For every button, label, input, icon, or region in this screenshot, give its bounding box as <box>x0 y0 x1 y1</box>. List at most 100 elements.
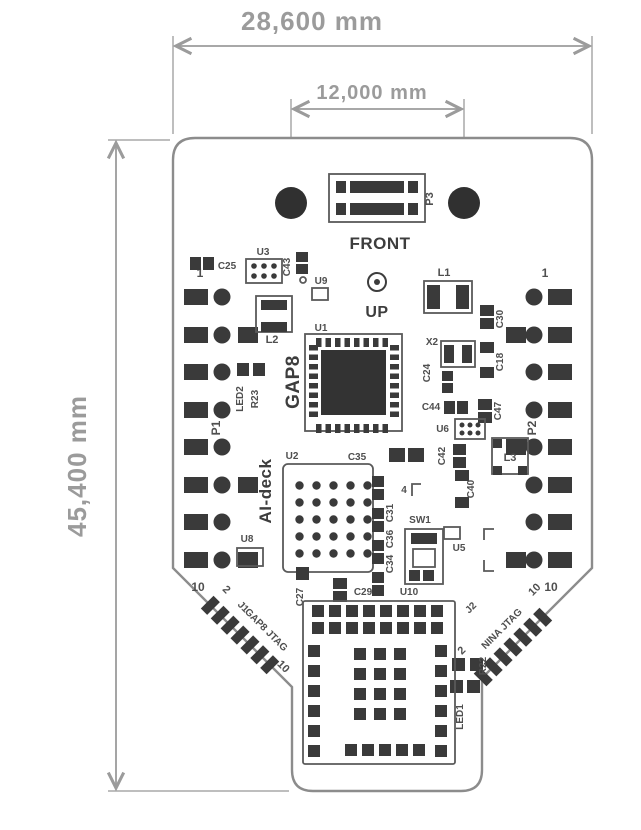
sw1-pads <box>409 570 434 581</box>
c25-label: C25 <box>218 261 237 272</box>
c27-label: C27 <box>295 587 306 606</box>
x2-pads <box>444 345 472 363</box>
u10-label: U10 <box>400 587 419 598</box>
dimension-height-label: 45,400 mm <box>62 395 92 537</box>
c44-pads <box>444 401 468 414</box>
x2-label: X2 <box>426 337 439 348</box>
dimension-hole-spacing-label: 12,000 mm <box>316 82 427 104</box>
silkscreen-corner-bracket <box>411 483 421 496</box>
p2-pin10-label: 10 <box>544 580 558 594</box>
led1-label: LED1 <box>455 704 466 730</box>
l2-pads <box>261 300 287 332</box>
u1-pins-bottom <box>316 424 392 433</box>
u8-pins <box>242 554 258 560</box>
sw1-body <box>404 528 444 585</box>
u9-label: U9 <box>315 276 328 287</box>
p1-pin10-label: 10 <box>191 580 205 594</box>
c44-label: C44 <box>422 402 441 413</box>
c18-label: C18 <box>495 352 506 371</box>
gap8-label: GAP8 <box>283 355 304 409</box>
sw1-switch: SW1 <box>404 515 444 585</box>
u3-pins <box>251 263 277 279</box>
c35-label: C35 <box>348 452 367 463</box>
c40-pads <box>455 470 469 508</box>
sw1-actuator <box>411 533 437 544</box>
u1-pins-right <box>390 345 399 421</box>
up-marker-circle <box>367 272 387 292</box>
c43-pads <box>296 252 308 274</box>
nina-module-body <box>302 600 456 765</box>
u6-label: U6 <box>436 424 449 435</box>
u2-bga-chip: U2 AI-deck <box>256 451 376 573</box>
u9-body <box>311 287 329 301</box>
l1-label: L1 <box>438 267 451 279</box>
silkscreen-bracket-top <box>483 528 494 540</box>
u1-pins-top <box>316 338 392 347</box>
p3-connector: P3 <box>328 173 436 223</box>
u1-pins-left <box>309 345 318 421</box>
p2-label: P2 <box>525 420 539 435</box>
l2-label: L2 <box>266 334 279 346</box>
u6-pins <box>459 422 481 436</box>
r22-label: R22 <box>478 656 489 675</box>
sw1-button <box>412 548 436 568</box>
p3-pads <box>336 181 418 215</box>
c47-label: C47 <box>493 401 504 420</box>
p1-pads <box>184 288 258 569</box>
silkscreen-bracket-bottom <box>483 560 494 572</box>
sw1-label: SW1 <box>409 515 431 526</box>
r22-led1-group: R22 LED1 <box>450 656 489 730</box>
aideck-label: AI-deck <box>256 459 275 524</box>
p1-connector: 1 10 P1 <box>184 266 258 594</box>
c24-label: C24 <box>422 363 433 382</box>
u5-label: U5 <box>453 543 466 554</box>
c30-label: C30 <box>495 309 506 328</box>
u9-pin1-mark <box>299 276 307 284</box>
u5-body <box>443 526 461 540</box>
mounting-hole-left <box>275 187 307 219</box>
dimension-width-label: 28,600 mm <box>241 6 383 36</box>
c35-pads <box>389 448 424 462</box>
c25-pads <box>190 257 214 270</box>
p2-pads <box>506 288 572 569</box>
u8-label: U8 <box>241 534 254 545</box>
u6-body <box>454 418 486 440</box>
c18-pads <box>480 342 494 378</box>
u1-label: U1 <box>315 323 328 334</box>
p2-connector: 1 10 P2 <box>506 266 572 594</box>
c31-c36-c34-pads <box>372 476 384 596</box>
c42-pads <box>453 444 466 468</box>
components: C25 U3 C43 U9 L2 U1 <box>190 247 529 606</box>
u3-label: U3 <box>257 247 270 258</box>
r23-label: R23 <box>250 389 261 408</box>
c31-label: C31 <box>385 503 396 522</box>
l3-label: L3 <box>504 452 517 464</box>
c42-label: C42 <box>437 446 448 465</box>
l3-pads <box>493 439 527 475</box>
c24-pads <box>442 371 453 393</box>
l3-body <box>491 437 529 475</box>
l1-body <box>423 280 473 314</box>
u2-ball-grid <box>291 477 376 562</box>
u3-body <box>245 258 283 284</box>
led2-r23-pads <box>237 363 265 376</box>
u8-body <box>236 547 264 567</box>
p1-pin1-label: 1 <box>197 266 204 280</box>
p3-body <box>328 173 426 223</box>
dimension-annotations: 28,600 mm 12,000 mm 45,400 mm <box>62 6 593 792</box>
c30-pads <box>480 305 494 329</box>
c29-pads <box>333 578 347 602</box>
up-marker-dot <box>374 279 380 285</box>
c47-pads <box>478 399 492 423</box>
led2-label: LED2 <box>235 386 246 412</box>
u1-die <box>321 350 386 415</box>
c36-label: C36 <box>385 529 396 548</box>
mounting-hole-right <box>448 187 480 219</box>
p1-label: P1 <box>209 420 223 435</box>
u1-gap8-chip: U1 GAP8 <box>283 323 403 433</box>
p2-pin1-label: 1 <box>542 266 549 280</box>
c40-label: C40 <box>466 479 477 498</box>
c43-label: C43 <box>282 257 293 276</box>
